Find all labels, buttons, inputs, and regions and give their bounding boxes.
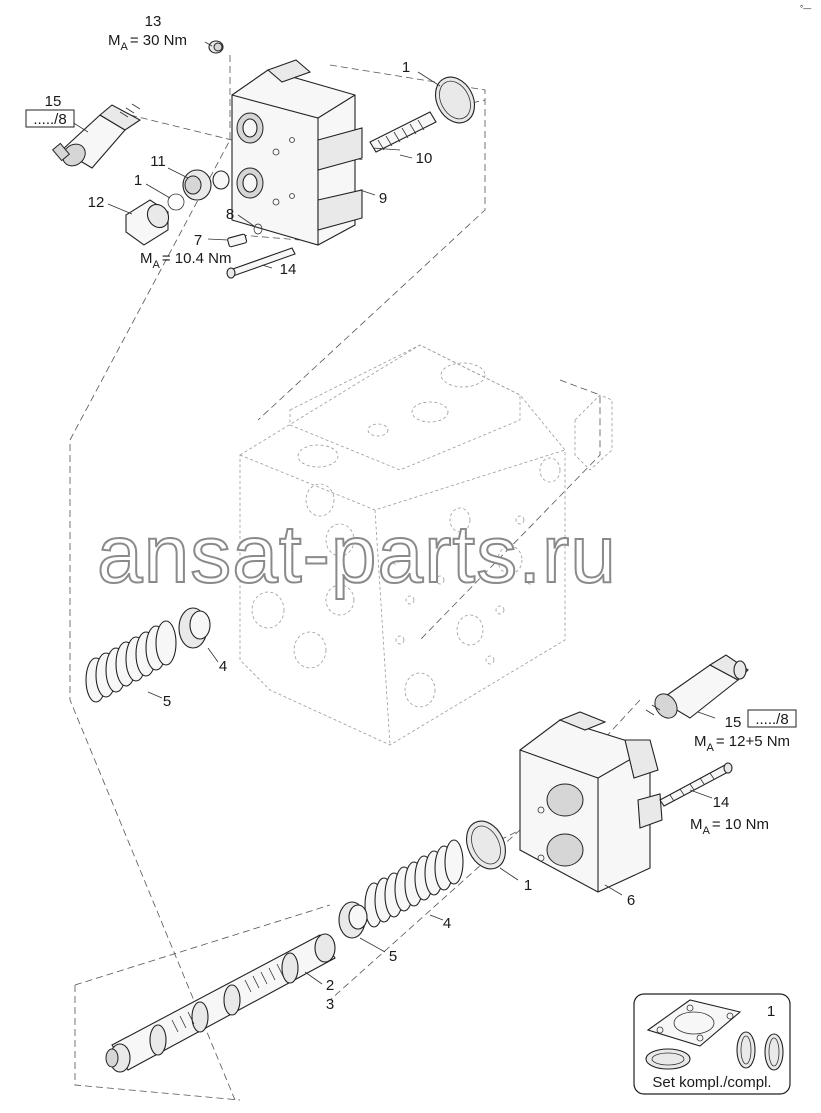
callout-15-right: 15 [725, 714, 742, 731]
leader-lines [71, 41, 716, 985]
spring-4-bottom [364, 839, 464, 928]
washer-8 [253, 223, 263, 235]
cap-12 [125, 199, 170, 246]
fitting-11 [182, 169, 230, 201]
callout-2: 2 [326, 977, 334, 994]
callouts: 13 1 15 ...../8 11 1 10 12 9 8 7 14 4 5 … [25, 13, 797, 1020]
main-valve-body-ghost [239, 344, 613, 746]
callout-14-right: 14 [713, 794, 730, 811]
torque-7: MA= 10.4 Nm [140, 250, 231, 271]
callout-3: 3 [326, 996, 334, 1013]
corner-mark: °— [800, 4, 811, 13]
solenoid-15-top [51, 103, 142, 169]
callout-15-top: 15 [45, 93, 62, 110]
ref-15-right: ...../8 [755, 711, 788, 728]
callout-10: 10 [416, 150, 433, 167]
callout-11: 11 [150, 153, 166, 170]
solenoid-15-right [645, 654, 749, 719]
seal-kit-box: Set kompl./compl. [633, 993, 791, 1095]
threaded-rod-10 [369, 111, 437, 153]
callout-1-top: 1 [402, 59, 410, 76]
spring-seat-4-left [178, 607, 211, 649]
plug-13 [208, 40, 224, 54]
callout-7: 7 [194, 232, 202, 249]
ref-box-15-right [747, 709, 797, 728]
seal-disc-1-top [434, 76, 476, 124]
spool-2-3 [105, 933, 336, 1073]
torque-13: MA= 30 Nm [108, 32, 187, 53]
ref-15-top: ...../8 [33, 111, 66, 128]
callout-1-right: 1 [524, 877, 532, 894]
screw-7 [227, 233, 248, 248]
section-block-9 [231, 59, 363, 246]
seal-kit-label: Set kompl./compl. [652, 1074, 771, 1091]
callout-5-left: 5 [163, 693, 171, 710]
spring-seat-5-bottom [338, 901, 368, 939]
spring-5-left [85, 620, 177, 703]
callout-1-small: 1 [134, 172, 142, 189]
ref-box-15-top [25, 109, 75, 128]
torque-specs: MA= 30 Nm MA= 10.4 Nm MA= 12+5 Nm MA= 10… [108, 32, 790, 837]
callout-8: 8 [226, 206, 234, 223]
long-screw-14-right [659, 762, 733, 807]
callout-4-bottom: 4 [443, 915, 451, 932]
callout-14-top: 14 [280, 261, 297, 278]
torque-14-right: MA= 10 Nm [690, 816, 769, 837]
end-cover-6 [519, 711, 663, 893]
long-screw-14-top [226, 247, 296, 279]
callout-12: 12 [88, 194, 105, 211]
callout-4-left: 4 [219, 658, 227, 675]
callout-13: 13 [145, 13, 162, 30]
watermark-text: ansat-parts.ru [97, 509, 617, 600]
torque-15-right: MA= 12+5 Nm [694, 733, 790, 754]
callout-1-kit: 1 [767, 1003, 775, 1020]
oring-1-right [466, 820, 506, 870]
oring-1-small [167, 193, 185, 211]
callout-5-bottom: 5 [389, 948, 397, 965]
callout-9: 9 [379, 190, 387, 207]
callout-6: 6 [627, 892, 635, 909]
